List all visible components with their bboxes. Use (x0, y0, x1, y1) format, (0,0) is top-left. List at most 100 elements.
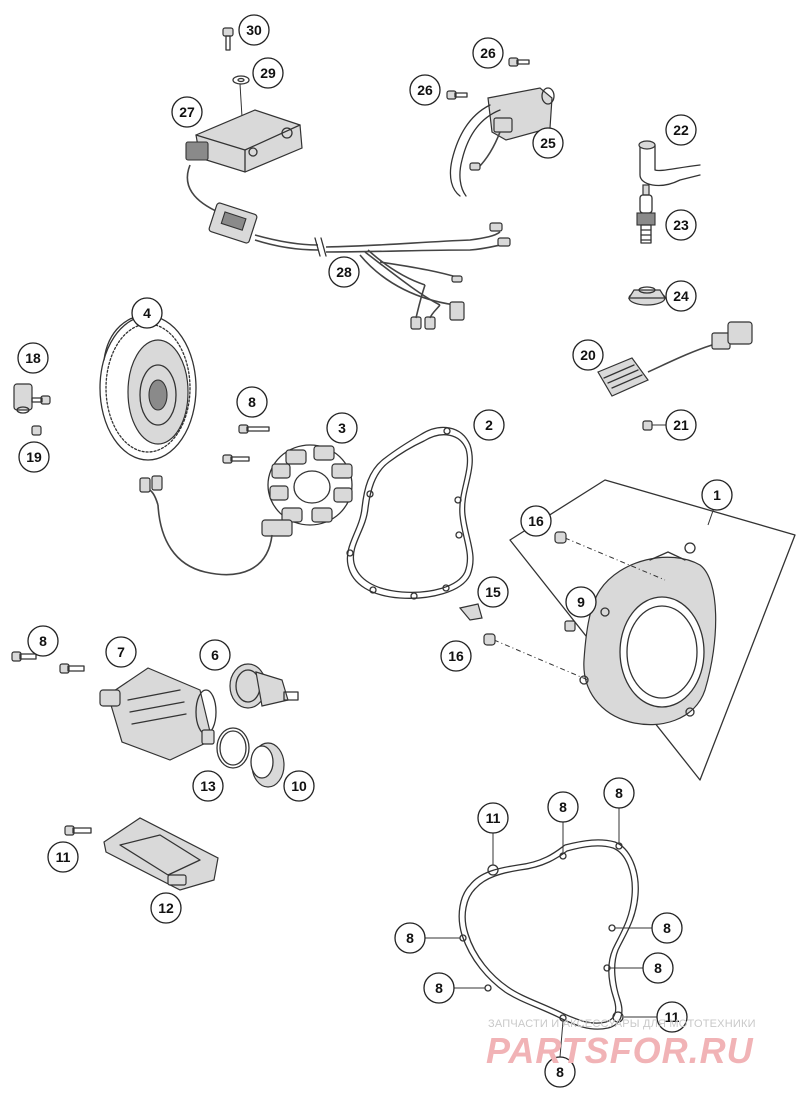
callout-7: 7 (105, 636, 137, 668)
bolt-8-stator-a (238, 424, 270, 434)
o-ring-13 (216, 727, 250, 769)
flywheel-4 (99, 315, 197, 461)
svg-text:20: 20 (580, 347, 596, 363)
callout-10: 10 (283, 770, 315, 802)
callout-16-bottom: 16 (440, 640, 472, 672)
bolt-26-left (446, 90, 468, 100)
watermark-logo: PARTSFOR.RU (486, 1030, 754, 1071)
spark-plug-cap-22 (638, 140, 701, 187)
callout-18: 18 (17, 342, 49, 374)
sensor-18 (13, 383, 33, 414)
bushing-10 (250, 742, 285, 788)
svg-text:4: 4 (143, 305, 151, 321)
rubber-cover-24 (627, 286, 667, 306)
callout-26-top: 26 (472, 37, 504, 69)
callout-1: 1 (701, 479, 733, 511)
ignition-cover-1 (493, 479, 796, 781)
svg-text:22: 22 (673, 122, 689, 138)
callout-12: 12 (150, 892, 182, 924)
callout-11-guard: 11 (47, 841, 79, 873)
svg-text:19: 19 (26, 449, 42, 465)
bolt-30 (222, 27, 234, 51)
svg-text:26: 26 (480, 45, 496, 61)
svg-text:11: 11 (56, 849, 71, 865)
callout-15: 15 (477, 576, 509, 608)
callout-3: 3 (326, 412, 358, 444)
starter-drive-6 (229, 663, 299, 709)
cdi-unit-27 (185, 109, 303, 173)
callout-9: 9 (565, 586, 597, 618)
svg-text:8: 8 (615, 785, 623, 801)
callout-8-gasket-left: 8 (394, 922, 426, 954)
svg-text:8: 8 (663, 920, 671, 936)
callout-8-gasket-top-right: 8 (603, 777, 635, 809)
bolt-8-starter-a (11, 651, 37, 662)
svg-text:21: 21 (673, 417, 689, 433)
callout-11-gasket-bottom: 11 (656, 1001, 688, 1033)
svg-text:12: 12 (158, 900, 174, 916)
svg-text:27: 27 (179, 104, 195, 120)
svg-text:23: 23 (673, 217, 689, 233)
callout-22: 22 (665, 114, 697, 146)
svg-text:9: 9 (577, 594, 585, 610)
svg-text:24: 24 (673, 288, 689, 304)
callout-2: 2 (473, 409, 505, 441)
leader-lines (425, 808, 657, 1058)
bolt-18 (31, 395, 51, 405)
stator-3 (139, 444, 353, 576)
bolt-8-stator-b (222, 454, 250, 464)
svg-text:16: 16 (528, 513, 544, 529)
clip-15 (458, 603, 483, 621)
callout-27: 27 (171, 96, 203, 128)
callout-25: 25 (532, 127, 564, 159)
bolt-19 (31, 425, 42, 436)
callout-4: 4 (131, 297, 163, 329)
bolt-9 (564, 620, 576, 632)
svg-text:18: 18 (25, 350, 41, 366)
dowel-16-top (554, 531, 567, 544)
wiring-harness-28 (186, 164, 511, 330)
svg-text:8: 8 (39, 633, 47, 649)
bolt-8-starter-b (59, 663, 85, 674)
svg-text:1: 1 (713, 487, 721, 503)
spark-plug-23 (636, 184, 656, 244)
svg-text:6: 6 (211, 647, 219, 663)
callout-8-gasket-top-mid: 8 (547, 791, 579, 823)
callout-8-gasket-right-top: 8 (651, 912, 683, 944)
svg-text:8: 8 (248, 394, 256, 410)
callout-23: 23 (665, 209, 697, 241)
svg-text:3: 3 (338, 420, 346, 436)
svg-text:8: 8 (559, 799, 567, 815)
callout-8-stator: 8 (236, 386, 268, 418)
svg-text:11: 11 (486, 810, 501, 826)
callout-26-left: 26 (409, 74, 441, 106)
svg-text:8: 8 (406, 930, 414, 946)
callout-8-gasket-left-low: 8 (423, 972, 455, 1004)
callout-28: 28 (328, 256, 360, 288)
callout-30: 30 (238, 14, 270, 46)
callout-24: 24 (665, 280, 697, 312)
bolt-11-guard (64, 825, 92, 836)
callout-29: 29 (252, 57, 284, 89)
callout-8-starter: 8 (27, 625, 59, 657)
svg-text:16: 16 (448, 648, 464, 664)
callout-11-gasket-top: 11 (477, 802, 509, 834)
voltage-regulator-20 (597, 321, 753, 397)
svg-text:28: 28 (336, 264, 352, 280)
svg-text:13: 13 (200, 778, 216, 794)
svg-text:15: 15 (485, 584, 501, 600)
svg-text:29: 29 (260, 65, 276, 81)
svg-text:2: 2 (485, 417, 493, 433)
watermark-tagline: ЗАПЧАСТИ И АКСЕССУАРЫ ДЛЯ МОТОТЕХНИКИ (488, 1018, 756, 1030)
svg-text:26: 26 (417, 82, 433, 98)
svg-text:8: 8 (435, 980, 443, 996)
callout-21: 21 (665, 409, 697, 441)
svg-text:8: 8 (556, 1064, 564, 1080)
callout-16-top: 16 (520, 505, 552, 537)
svg-text:11: 11 (665, 1009, 680, 1025)
dowel-16-bottom (483, 633, 496, 646)
callout-8-gasket-right-mid: 8 (642, 952, 674, 984)
bolt-26-top (508, 57, 530, 67)
callout-8-gasket-bottom: 8 (544, 1056, 576, 1088)
